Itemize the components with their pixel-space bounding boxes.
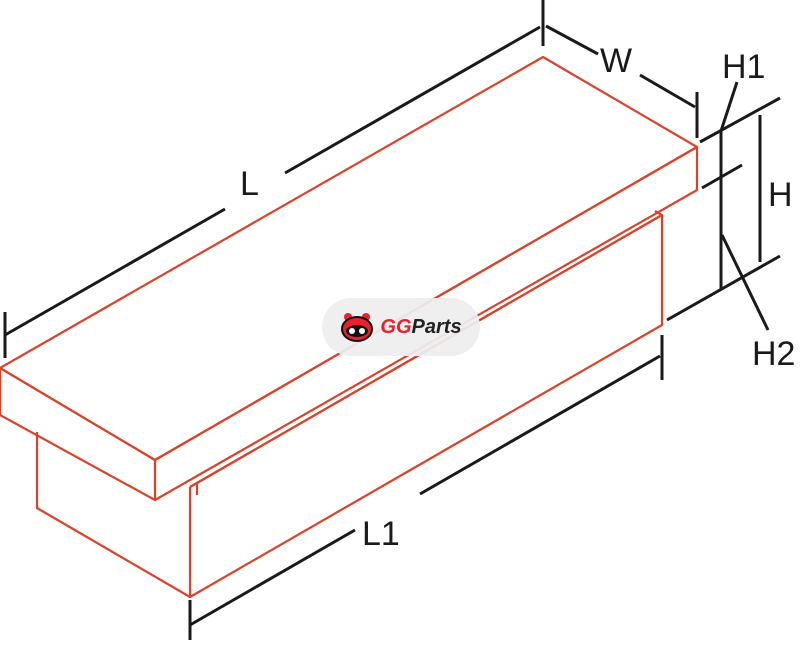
h1-leader — [719, 81, 739, 132]
logo-text-accent: GG — [380, 315, 412, 338]
label-h1: H1 — [722, 48, 765, 86]
body-end-face — [35, 432, 191, 598]
ggparts-watermark: GGParts — [322, 298, 480, 356]
logo-text: GGParts — [380, 316, 461, 339]
dimension-lines — [3, 0, 781, 640]
l-dimension-line — [284, 25, 541, 175]
w-dimension-line — [639, 73, 696, 109]
h-extension-bottom — [666, 254, 781, 322]
h2-leader — [720, 234, 770, 331]
lid-end-face — [0, 366, 157, 502]
h-extension-top — [699, 96, 781, 144]
l1-dimension-line — [189, 528, 356, 627]
l-dimension-line — [4, 207, 226, 337]
label-w: W — [600, 42, 632, 80]
label-h: H — [768, 176, 793, 214]
body-front-face — [188, 213, 664, 599]
w-dimension-line — [545, 24, 599, 56]
lid-top-face — [0, 55, 699, 462]
label-l1: L1 — [362, 515, 400, 553]
l1-dimension-line — [419, 354, 661, 496]
label-l: L — [240, 165, 259, 203]
label-h2: H2 — [752, 335, 795, 373]
logo-text-rest: Parts — [411, 315, 462, 338]
mascot-logo-icon — [341, 313, 374, 342]
